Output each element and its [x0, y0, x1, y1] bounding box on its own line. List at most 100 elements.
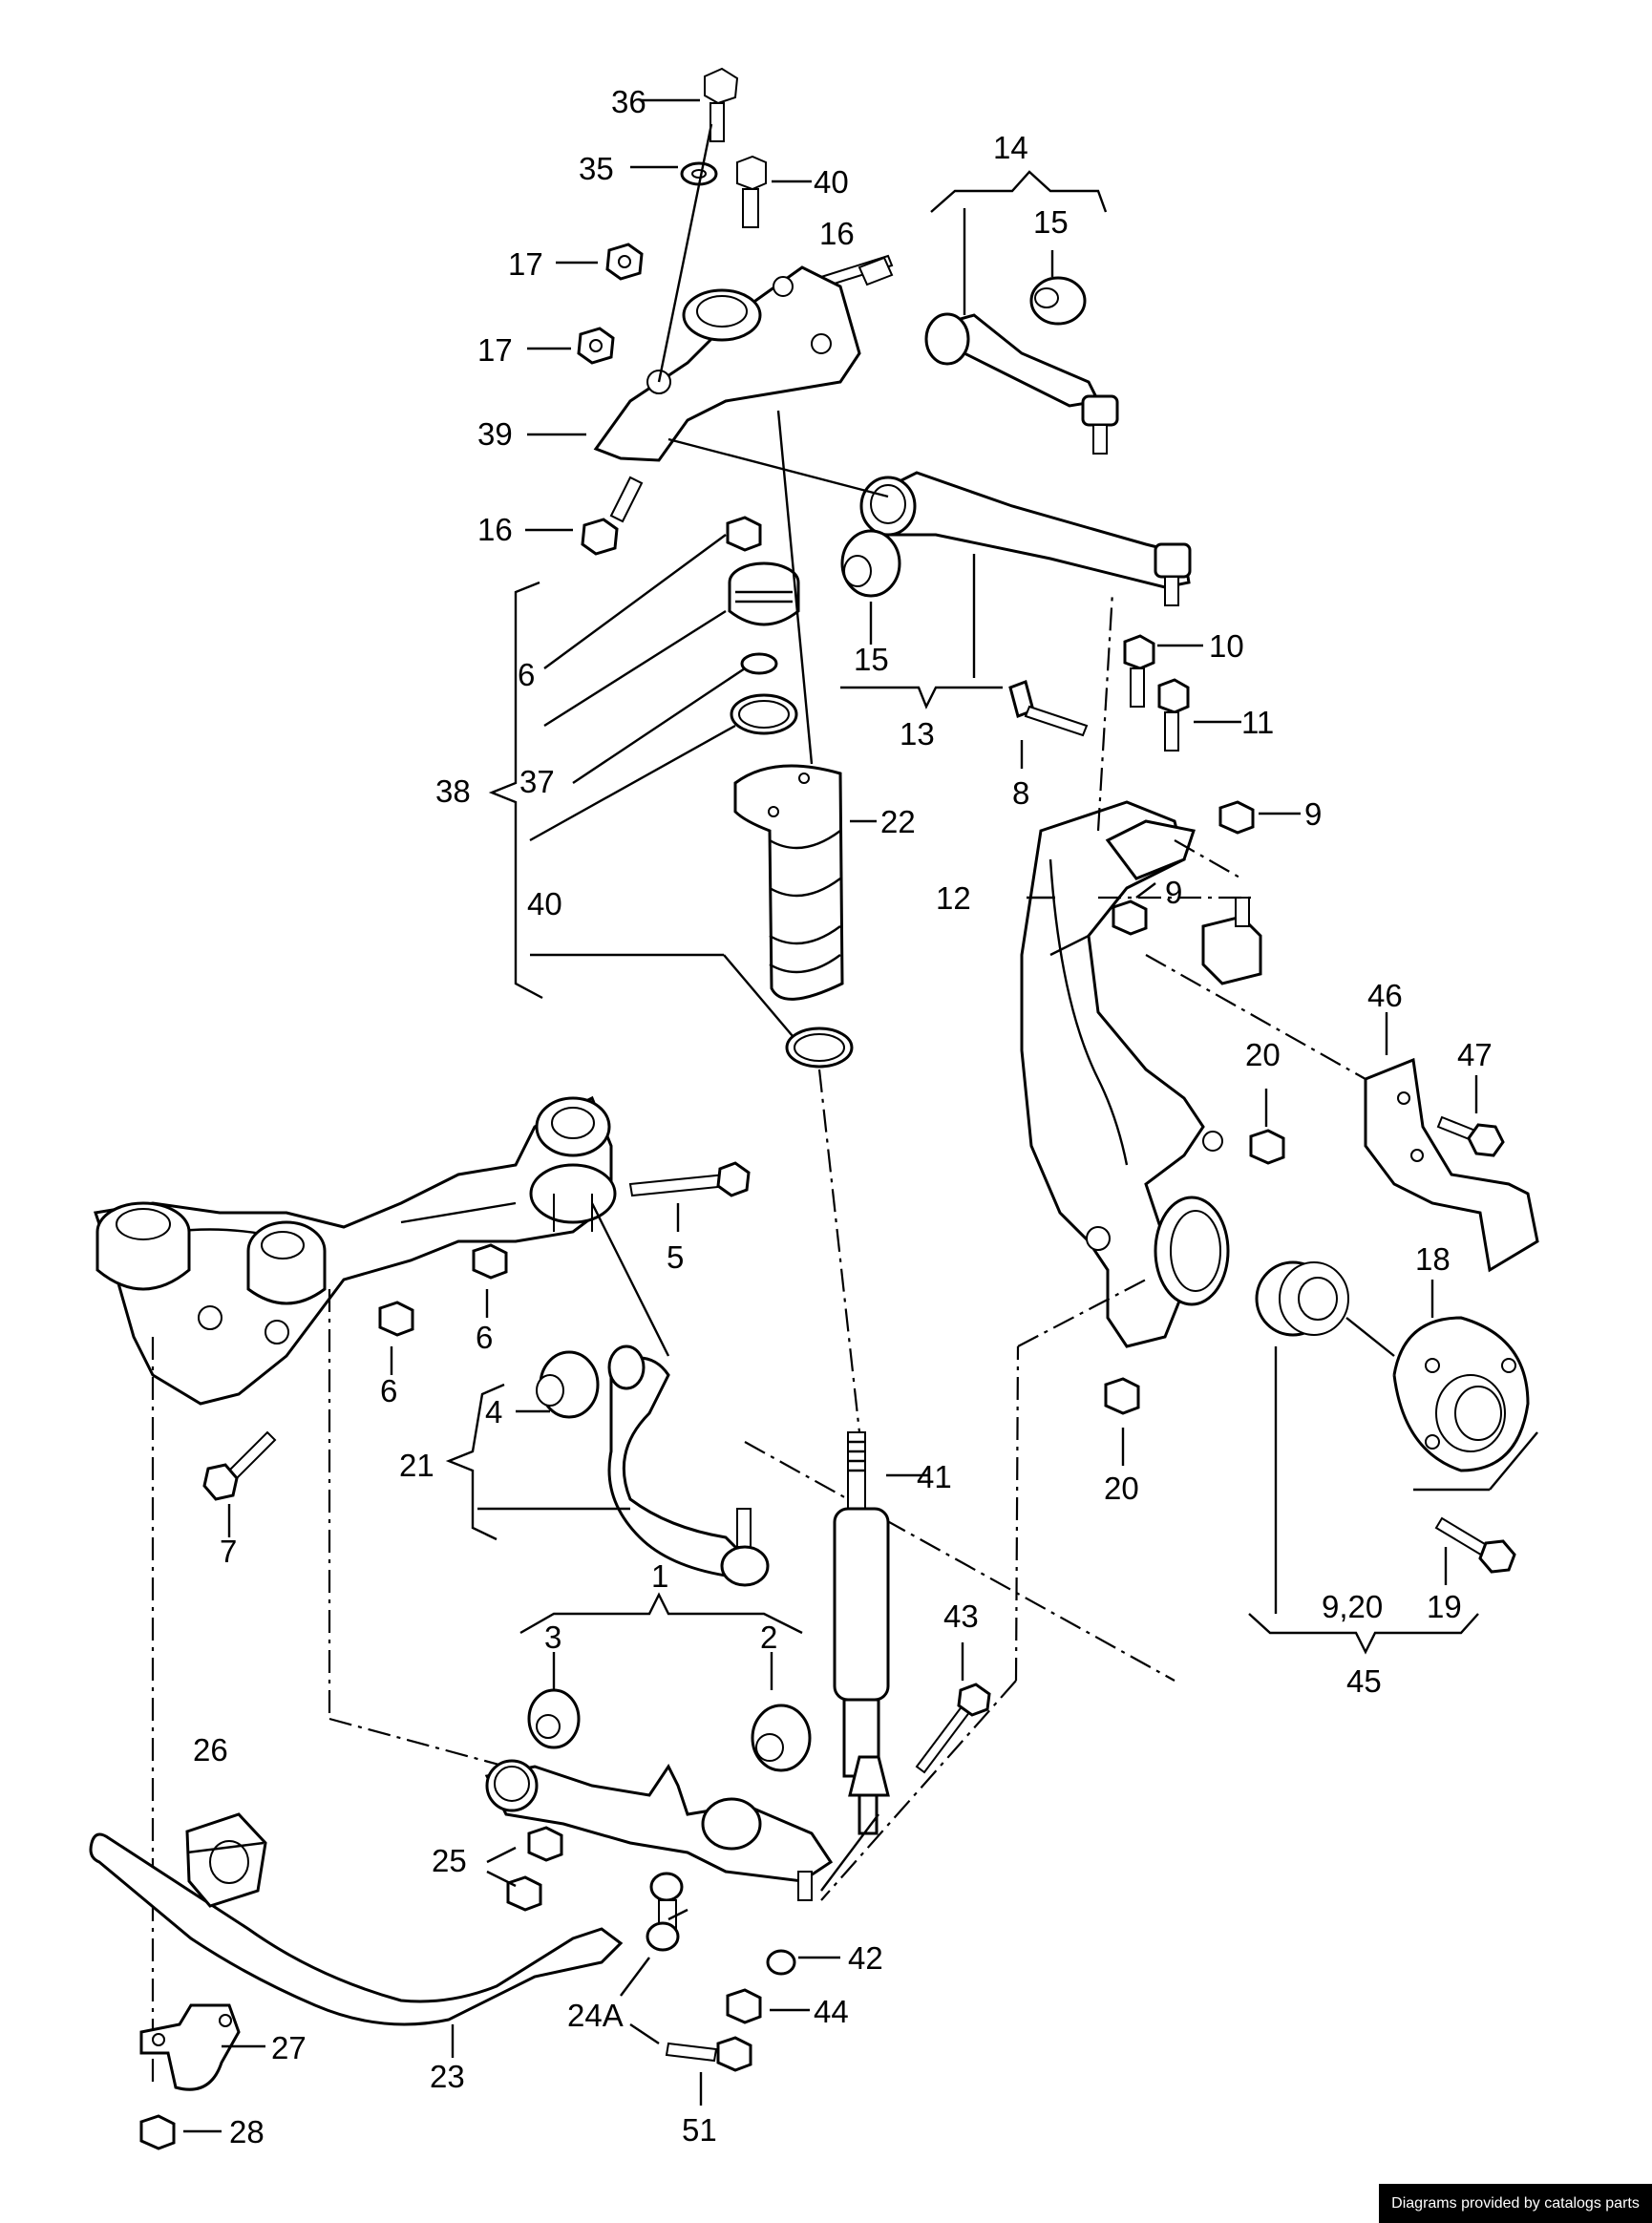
callout-10: 10 [1209, 628, 1244, 664]
bolt-43 [915, 1683, 991, 1774]
bolt-5 [628, 1161, 751, 1197]
nut-9-left [1112, 900, 1148, 936]
sensor-bracket [1201, 897, 1262, 985]
callout-7: 7 [220, 1534, 237, 1569]
callout-51: 51 [682, 2112, 717, 2148]
bolt-10 [1123, 634, 1155, 708]
air-spring-22 [733, 764, 844, 1001]
callout-24A: 24A [567, 1998, 624, 2033]
callout-20: 20 [1245, 1037, 1281, 1072]
callout-17: 17 [508, 246, 543, 282]
callout-37: 37 [519, 764, 555, 799]
top-mount-37 [728, 561, 800, 626]
lower-arm-1 [484, 1764, 834, 1883]
callout-44: 44 [814, 1994, 849, 2029]
diagram-credit-label: Diagrams provided by catalogs parts [1379, 2184, 1652, 2223]
shock-absorber-41 [833, 1431, 890, 1835]
bolt-51 [665, 2036, 752, 2072]
callout-9-20: 9,20 [1322, 1589, 1383, 1624]
callout-9: 9 [1165, 875, 1182, 910]
callout-21: 21 [399, 1448, 434, 1483]
bolt-47 [1436, 1115, 1505, 1157]
upper-arm-13 [866, 471, 1191, 589]
ball-joint-14 [1081, 394, 1119, 455]
ball-joint-13 [1154, 542, 1192, 606]
callout-23: 23 [430, 2059, 465, 2094]
callout-40: 40 [527, 886, 562, 921]
callout-15: 15 [854, 642, 889, 677]
ball-joint-1 [797, 1871, 813, 1901]
callout-6: 6 [476, 1320, 493, 1355]
subframe [94, 1095, 613, 1406]
callout-14: 14 [993, 130, 1028, 165]
callout-20: 20 [1104, 1471, 1139, 1506]
callout-17: 17 [477, 332, 513, 368]
lower-arm-21 [607, 1356, 748, 1577]
callout-12: 12 [936, 880, 971, 916]
callout-43: 43 [943, 1598, 979, 1634]
callout-19: 19 [1427, 1589, 1462, 1624]
bushing-3 [527, 1688, 581, 1749]
callout-40: 40 [814, 164, 849, 200]
callout-9: 9 [1304, 796, 1322, 832]
wheel-hub [1392, 1316, 1530, 1472]
ball-joint-21 [720, 1508, 770, 1587]
callout-8: 8 [1012, 775, 1029, 811]
callout-11: 11 [1241, 705, 1274, 740]
bushing-15-upper [1029, 276, 1087, 326]
bushing-2 [751, 1704, 812, 1772]
washer-42 [766, 1949, 796, 1976]
callout-6: 6 [518, 657, 535, 692]
callout-16: 16 [819, 216, 855, 251]
callout-5: 5 [667, 1239, 684, 1275]
bushing-15-lower [840, 529, 901, 598]
bolt-7 [202, 1430, 277, 1501]
clamp-27 [139, 2003, 241, 2091]
nut-20-lower [1104, 1377, 1140, 1415]
brake-shield-46 [1364, 1057, 1539, 1273]
callout-38: 38 [435, 773, 471, 809]
bolt-8 [1008, 680, 1089, 737]
washer-37 [740, 652, 778, 675]
callout-2: 2 [760, 1620, 777, 1655]
callout-4: 4 [485, 1394, 502, 1429]
callout-1: 1 [651, 1558, 668, 1594]
callout-45: 45 [1346, 1663, 1382, 1699]
callout-47: 47 [1457, 1037, 1493, 1072]
callout-26: 26 [193, 1732, 228, 1768]
callout-46: 46 [1367, 978, 1403, 1013]
stabilizer-link-24A [646, 1872, 684, 1952]
callout-3: 3 [544, 1620, 561, 1655]
callout-15: 15 [1033, 204, 1069, 240]
callout-6: 6 [380, 1373, 397, 1408]
nut-6-upper [726, 516, 762, 552]
bushing-4 [536, 1350, 600, 1419]
callout-41: 41 [917, 1459, 952, 1494]
bolt-40-top [736, 155, 767, 228]
callout-25: 25 [432, 1843, 467, 1878]
callout-18: 18 [1415, 1241, 1451, 1277]
bolt-19 [1434, 1516, 1516, 1574]
nut-25-lower [506, 1875, 542, 1912]
upper-mount-bracket-39 [593, 265, 861, 462]
bolt-16-lower [581, 476, 644, 556]
stabilizer-bar-23 [89, 1832, 624, 2026]
callout-35: 35 [579, 151, 614, 186]
callout-28: 28 [229, 2114, 265, 2149]
nut-6-middle [472, 1243, 508, 1280]
callout-39: 39 [477, 416, 513, 452]
bolt-11 [1157, 678, 1190, 752]
callout-16: 16 [477, 512, 513, 547]
callout-13: 13 [900, 716, 935, 752]
nut-44 [726, 1988, 762, 2024]
stabilizer-bushing-26 [185, 1812, 267, 1908]
callout-22: 22 [880, 804, 916, 839]
callout-42: 42 [848, 1940, 883, 1976]
nut-25-upper [527, 1826, 563, 1862]
nut-20-upper [1249, 1129, 1285, 1165]
nut-9-right [1218, 800, 1255, 835]
wheel-bearing-18 [1255, 1260, 1349, 1337]
steering-knuckle-12 [1020, 800, 1205, 1348]
callout-36: 36 [611, 84, 646, 119]
